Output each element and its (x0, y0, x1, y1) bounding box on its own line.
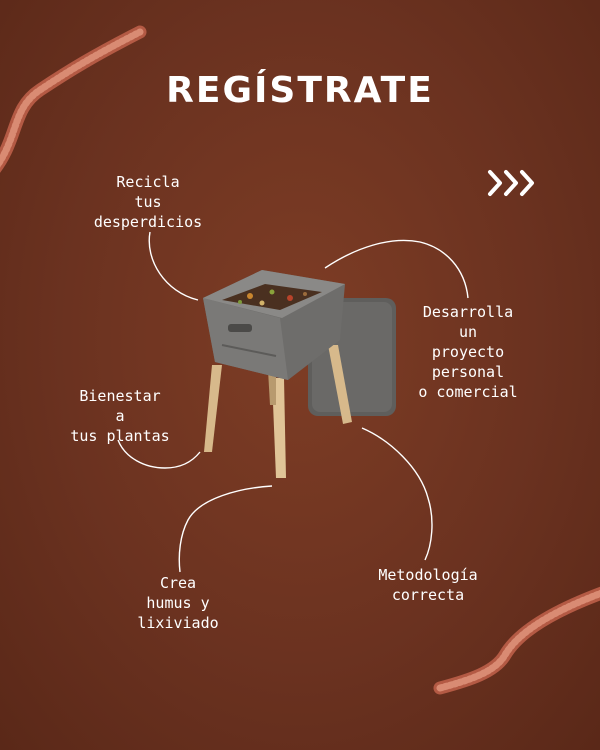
label-metodologia: Metodología correcta (378, 566, 478, 604)
label-desarrolla: Desarrolla un proyecto personal o comerc… (418, 303, 518, 401)
page-title: REGÍSTRATE (166, 70, 434, 111)
connector-recicla (148, 231, 199, 301)
label-bienestar: Bienestar a tus plantas (70, 387, 170, 445)
label-recicla: Recicla tus desperdicios (93, 173, 203, 231)
connector-crea (178, 485, 273, 573)
bin-handle (228, 324, 252, 332)
connector-bienestar (117, 439, 201, 469)
triple-chevron-right-icon (488, 170, 534, 196)
bin-leg-left (204, 365, 222, 452)
connector-desarrolla (324, 239, 469, 299)
label-crea: Crea humus y lixiviado (137, 574, 219, 632)
bin-compost (222, 284, 322, 310)
bin-leg-right (328, 345, 352, 424)
connector-metodologia (361, 427, 433, 561)
